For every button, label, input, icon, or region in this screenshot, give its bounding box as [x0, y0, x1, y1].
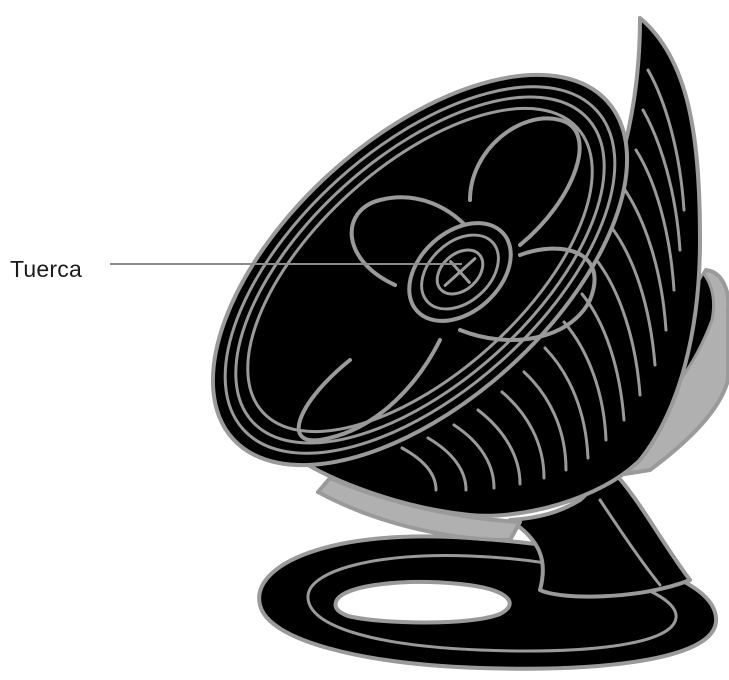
- callout-label-nut: Tuerca: [10, 256, 82, 283]
- fan-base-hole: [336, 582, 510, 622]
